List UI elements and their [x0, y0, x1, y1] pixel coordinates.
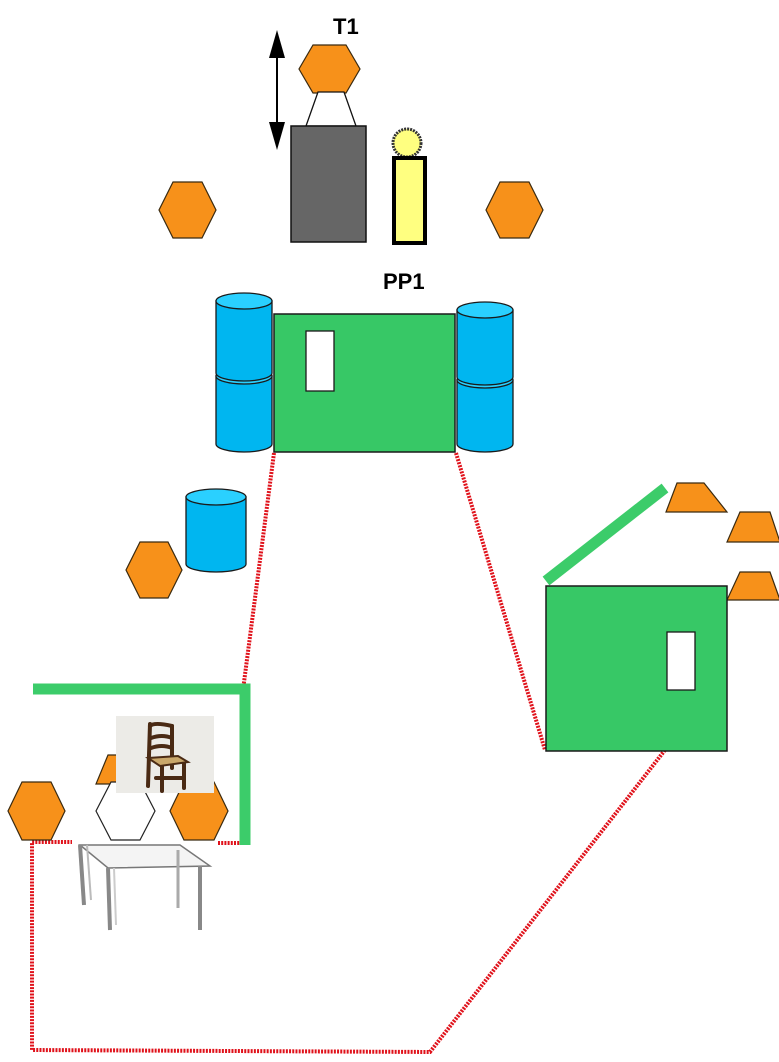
table-icon	[77, 844, 213, 931]
path-right-station-loop	[30, 748, 667, 1055]
pp1-left-container-top-icon	[215, 292, 273, 382]
right-station-box	[545, 585, 728, 752]
right-tray-1-icon	[665, 482, 729, 513]
machine-icon	[290, 125, 367, 243]
chair-picture	[116, 716, 214, 793]
right-station-slot	[666, 631, 696, 691]
right-area-wall	[542, 483, 669, 586]
right-hex-icon	[485, 181, 544, 239]
left-hex-icon	[158, 181, 217, 239]
work-left-hex-icon	[7, 781, 66, 841]
right-tray-2-icon	[726, 511, 779, 543]
t1-hopper-icon	[305, 91, 357, 127]
path-pp1-to-right-station	[454, 452, 547, 751]
double-headed-vertical-arrow-icon	[269, 30, 285, 150]
pp1-slot	[305, 330, 335, 392]
middle-left-hex-icon	[125, 541, 183, 599]
path-pp1-to-left-area	[241, 452, 276, 691]
person-icon	[391, 127, 427, 245]
label-pp1: PP1	[383, 269, 425, 294]
left-area-wall	[33, 683, 251, 845]
loose-container-icon	[185, 488, 247, 573]
label-t1: T1	[333, 14, 359, 39]
t1-operator-hex-icon	[298, 44, 361, 94]
pp1-right-container-top-icon	[456, 301, 514, 386]
pp1-station-box	[273, 313, 456, 453]
right-tray-3-icon	[726, 571, 779, 601]
